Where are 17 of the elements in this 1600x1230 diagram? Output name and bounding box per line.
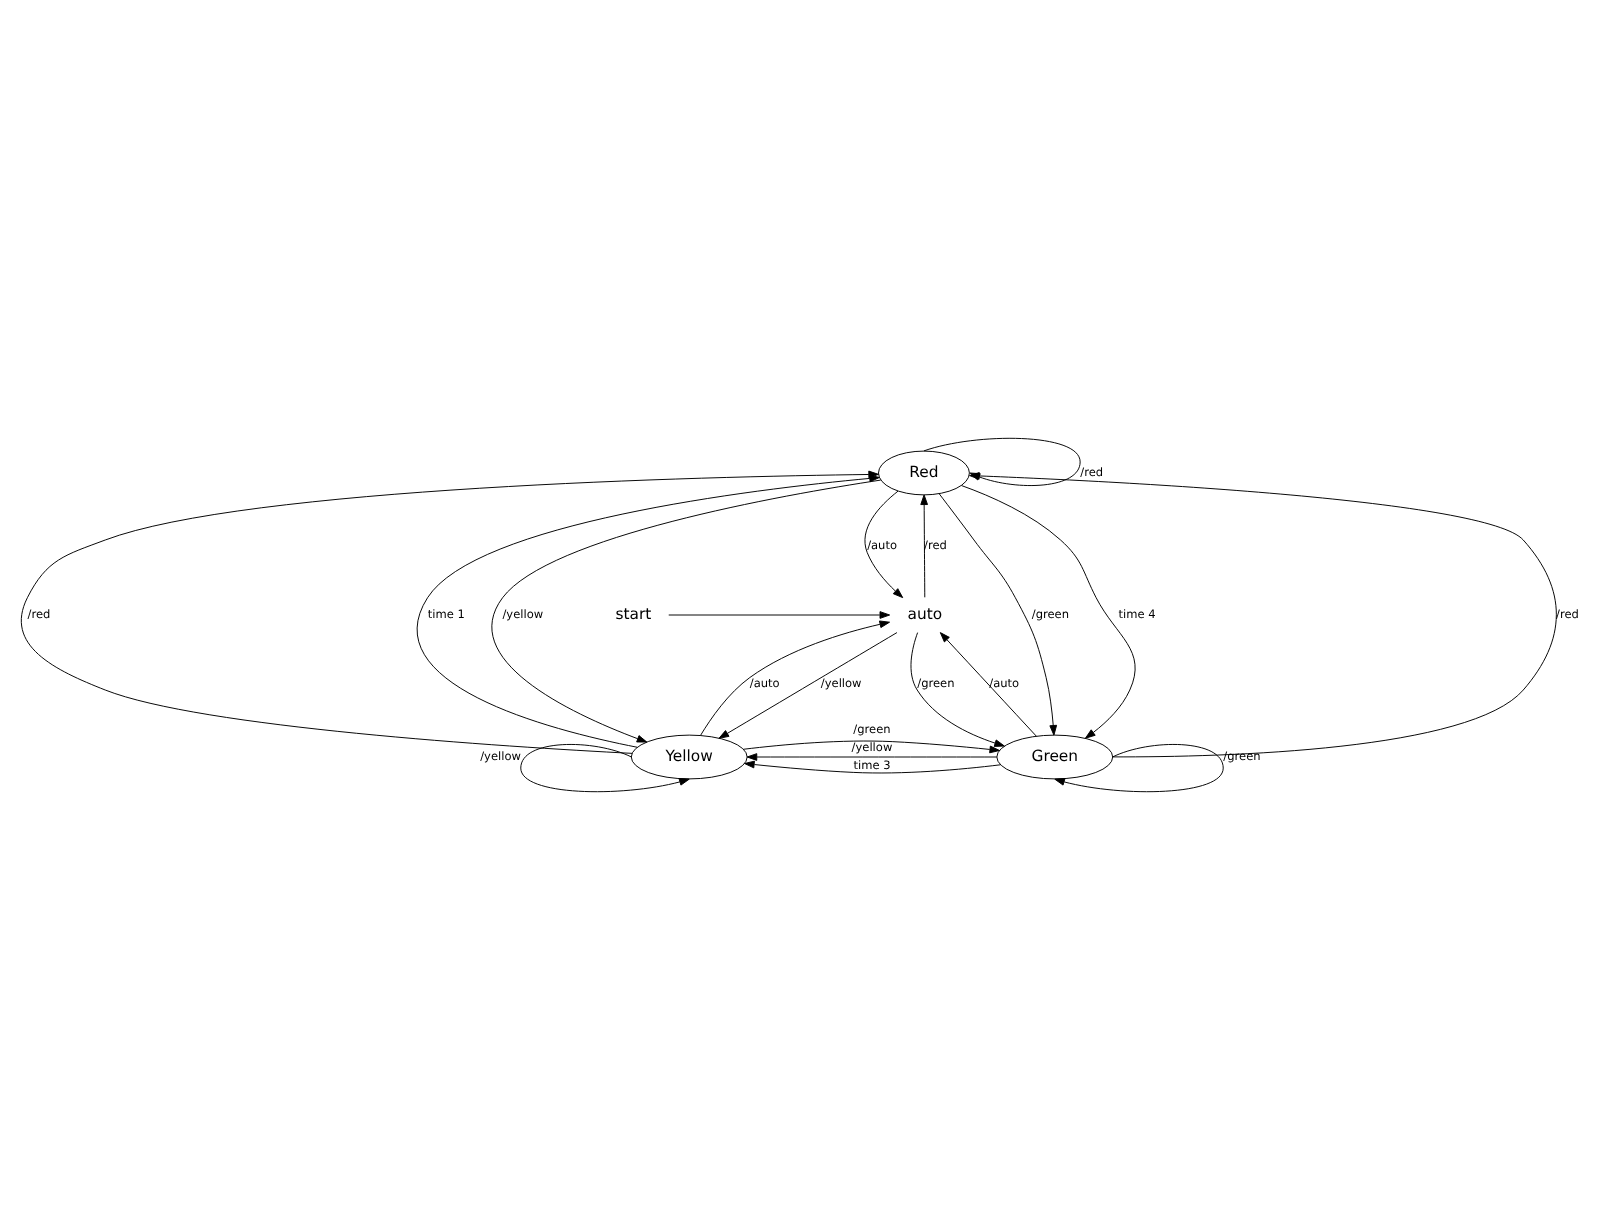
arrow: [520, 744, 690, 793]
arrow: [699, 620, 891, 737]
arrow: [864, 490, 904, 599]
arrow: [938, 493, 1058, 736]
arrow: [668, 611, 891, 619]
arrow: [939, 632, 1037, 737]
arrow: [417, 474, 880, 748]
arrow: [491, 479, 882, 743]
arrow: [742, 740, 1001, 754]
arrow: [718, 632, 898, 739]
arrow: [746, 753, 998, 761]
arrow: [969, 472, 1557, 758]
arrow: [744, 760, 1001, 774]
arrow: [910, 632, 1005, 747]
arrow: [920, 494, 928, 598]
arrow: [1054, 744, 1224, 793]
arrow: [961, 485, 1136, 739]
